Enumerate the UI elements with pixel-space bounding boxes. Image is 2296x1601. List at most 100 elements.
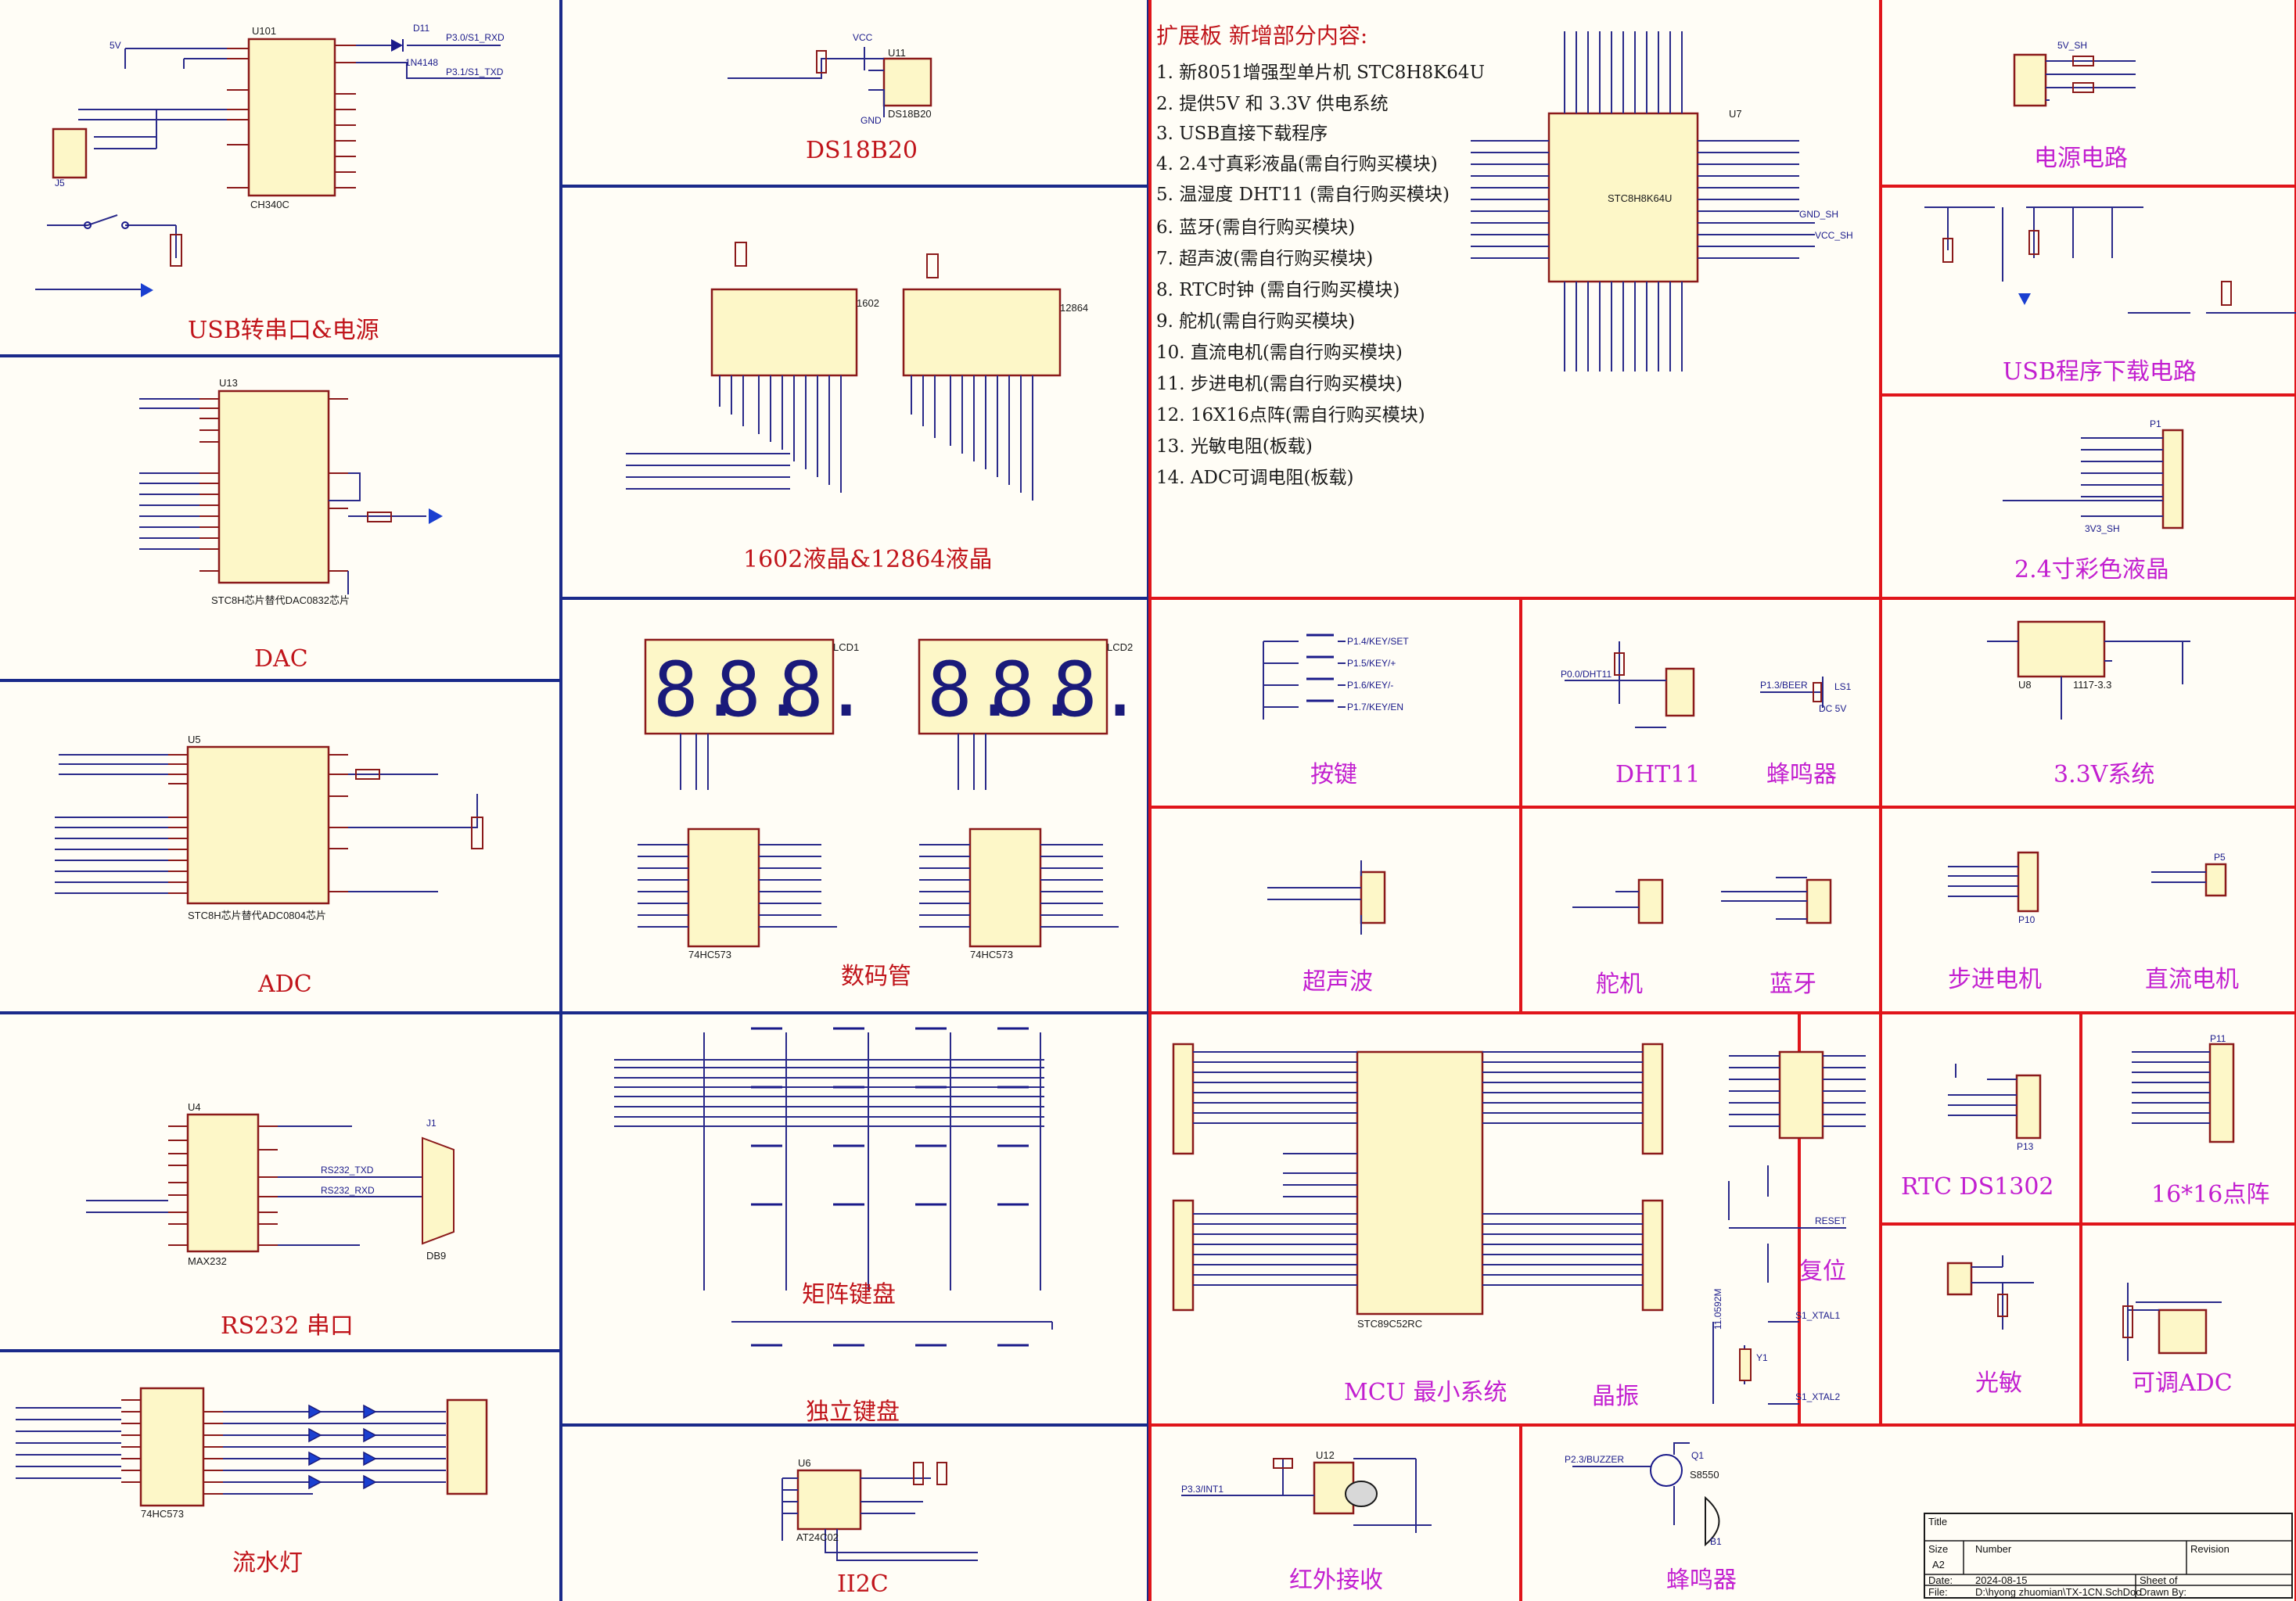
seg7-panel: 8. 8. 8. 8. 8. 8.	[638, 638, 1143, 948]
chip-u4: U4	[188, 1101, 201, 1113]
expansion-item: 8. RTC时钟 (需自行购买模块)	[1156, 280, 1400, 300]
net-buzzer: P2.3/BUZZER	[1565, 1454, 1624, 1465]
chip-hc573-a: 74HC573	[688, 949, 731, 960]
net-reset: RESET	[1815, 1215, 1847, 1226]
title-pot-adc: 可调ADC	[2132, 1369, 2233, 1397]
net-rs232-txd: RS232_TXD	[321, 1165, 374, 1176]
title-dc-motor: 直流电机	[2145, 966, 2239, 993]
title-servo: 舵机	[1596, 971, 1643, 998]
chip-max232: MAX232	[188, 1255, 227, 1267]
buzzer-mod-panel	[1760, 677, 1824, 708]
flow-led-panel	[16, 1387, 488, 1507]
title-photo: 光敏	[1975, 1369, 2022, 1397]
chip-ldc1: LCD1	[833, 641, 859, 653]
expansion-item: 5. 温湿度 DHT11 (需自行购买模块)	[1156, 185, 1450, 205]
net-ir: P3.3/INT1	[1181, 1484, 1223, 1495]
color-lcd-panel	[2003, 429, 2184, 529]
seg-digit-1: 8.	[653, 646, 744, 734]
net-j1: J1	[426, 1118, 437, 1129]
title-crystal: 晶振	[1592, 1383, 1639, 1410]
expansion-item: 12. 16X16点阵(需自行购买模块)	[1156, 405, 1425, 425]
net-q1: Q1	[1691, 1450, 1704, 1461]
title-dot-matrix: 16*16点阵	[2151, 1181, 2269, 1208]
rtc-panel	[1948, 1064, 2042, 1140]
seg-digit-6: 8.	[1052, 646, 1143, 734]
title-usb-prog: USB程序下载电路	[2003, 358, 2197, 386]
svg-text:8.: 8.	[716, 646, 807, 734]
tb-size: Size	[1928, 1543, 1948, 1555]
expansion-list: 扩展板 新增部分内容: 1. 新8051增强型单片机 STC8H8K64U 2.…	[1156, 23, 1485, 488]
stc8h-panel	[1471, 31, 1815, 372]
mcu-min-panel	[1172, 1043, 1866, 1405]
net-vcc-sh: VCC_SH	[1815, 230, 1853, 241]
net-beer: P1.3/BEER	[1760, 680, 1808, 691]
net-dc5v: DC 5V	[1819, 703, 1846, 714]
title-buzzer-mod: 蜂鸣器	[1766, 761, 1837, 788]
chip-stc8h: STC8H8K64U	[1608, 192, 1672, 204]
net-p5: P5	[2214, 852, 2226, 863]
expansion-item: 6. 蓝牙(需自行购买模块)	[1156, 217, 1355, 238]
net-ls1: LS1	[1834, 681, 1852, 692]
seg-digit-4: 8.	[927, 646, 1018, 734]
chip-labels: U101 CH340C STC8H8K64U U7 U13 STC8H芯片替代D…	[141, 25, 2111, 1543]
title-dac: DAC	[254, 645, 308, 673]
rs232-panel	[86, 1113, 455, 1253]
title-buzzer: 蜂鸣器	[1666, 1567, 1737, 1594]
red-dividers	[1148, 0, 2296, 1601]
title-power: 电源电路	[2034, 145, 2128, 172]
chip-stc89: STC89C52RC	[1357, 1318, 1422, 1330]
expansion-item: 3. USB直接下载程序	[1156, 124, 1328, 144]
title-v33: 3.3V系统	[2053, 761, 2154, 788]
power-panel	[2013, 53, 2136, 107]
title-flow-led: 流水灯	[232, 1549, 303, 1577]
tb-revision: Revision	[2190, 1543, 2230, 1555]
title-lcd: 1602液晶&12864液晶	[743, 546, 993, 573]
title-matrix-kb: 矩阵键盘	[802, 1281, 896, 1308]
net-txd: P3.0/S1_RXD	[446, 32, 505, 43]
net-key-plus: P1.5/KEY/+	[1347, 658, 1396, 669]
expansion-item: 10. 直流电机(需自行购买模块)	[1156, 343, 1403, 363]
net-p10: P10	[2018, 914, 2035, 925]
chip-ams1117: 1117-3.3	[2073, 679, 2111, 691]
tb-number: Number	[1975, 1543, 2012, 1555]
title-indep-kb: 独立键盘	[806, 1398, 900, 1426]
title-reset: 复位	[1799, 1258, 1846, 1285]
chip-s8550: S8550	[1690, 1469, 1719, 1481]
chip-hc573-b: 74HC573	[970, 949, 1013, 960]
expansion-item: 13. 光敏电阻(板载)	[1156, 436, 1313, 457]
title-keys: 按键	[1310, 761, 1357, 788]
dht11-panel	[1565, 641, 1695, 728]
net-gnd-sh: GND_SH	[1799, 209, 1838, 220]
net-p11: P11	[2210, 1033, 2226, 1044]
expansion-item: 7. 超声波(需自行购买模块)	[1156, 249, 1373, 269]
pot-adc-panel	[2122, 1283, 2222, 1361]
i2c-panel	[782, 1462, 978, 1561]
chip-ds18b20: DS18B20	[888, 108, 932, 120]
title-ds18b20: DS18B20	[806, 137, 918, 164]
ir-panel	[1181, 1458, 1432, 1533]
panel-titles: USB转串口&电源 DAC ADC RS232 串口 流水灯 DS18B20 1…	[188, 137, 2269, 1598]
title-i2c: II2C	[837, 1570, 889, 1598]
ds18b20-panel	[728, 47, 932, 117]
net-key-en: P1.7/KEY/EN	[1347, 702, 1403, 713]
net-p13: P13	[2017, 1141, 2034, 1152]
svg-text:8.: 8.	[778, 646, 869, 734]
chip-u11: U11	[888, 47, 906, 59]
chip-lcd1602: 1602	[857, 297, 879, 309]
chip-db9: DB9	[426, 1250, 446, 1262]
chip-dac-note: STC8H芯片替代DAC0832芯片	[211, 594, 350, 606]
net-5v: 5V	[110, 40, 121, 51]
title-stepper: 步进电机	[1948, 966, 2042, 993]
svg-text:8.: 8.	[990, 646, 1080, 734]
chip-u5: U5	[188, 734, 201, 745]
dot-matrix-panel	[2132, 1043, 2235, 1143]
net-j5: J5	[55, 178, 65, 188]
v33-panel	[1987, 620, 2190, 720]
chip-u13: U13	[219, 377, 238, 389]
title-block-text: Title Size A2 Number Revision Date: 2024…	[1928, 1516, 2230, 1598]
title-ultrasonic: 超声波	[1303, 968, 1373, 996]
title-mcu-min: MCU 最小系统	[1344, 1379, 1507, 1406]
svg-text:8.: 8.	[927, 646, 1018, 734]
title-rtc: RTC DS1302	[1901, 1173, 2054, 1201]
